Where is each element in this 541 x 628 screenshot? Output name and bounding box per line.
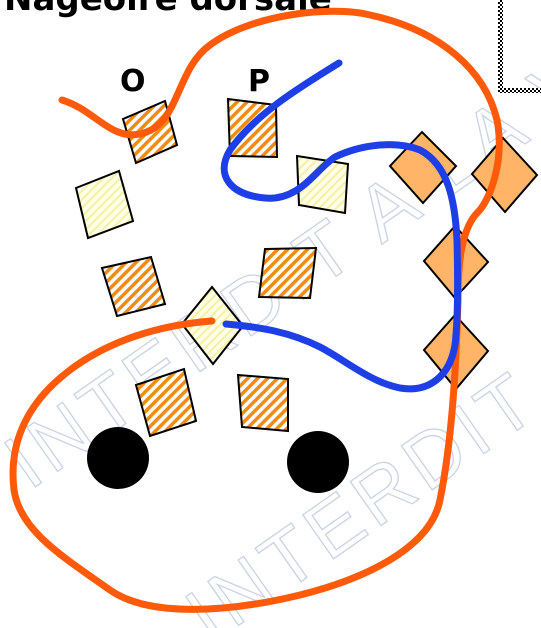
orange-diamond <box>388 130 458 205</box>
pale-square <box>74 169 135 240</box>
blue-curve <box>220 59 462 393</box>
orange-curve-top <box>9 7 503 613</box>
black-circle-right <box>287 431 349 493</box>
hatched-square <box>236 373 289 433</box>
hatched-square <box>100 255 167 318</box>
corner-bracket <box>498 0 541 93</box>
orange-diamond <box>470 136 539 214</box>
page-title: Nageoire dorsale <box>4 0 332 19</box>
label-o: O <box>120 64 146 99</box>
black-circle-left <box>87 427 149 489</box>
hatched-square <box>134 367 198 438</box>
label-p: P <box>248 64 270 99</box>
hatched-square <box>257 246 318 300</box>
